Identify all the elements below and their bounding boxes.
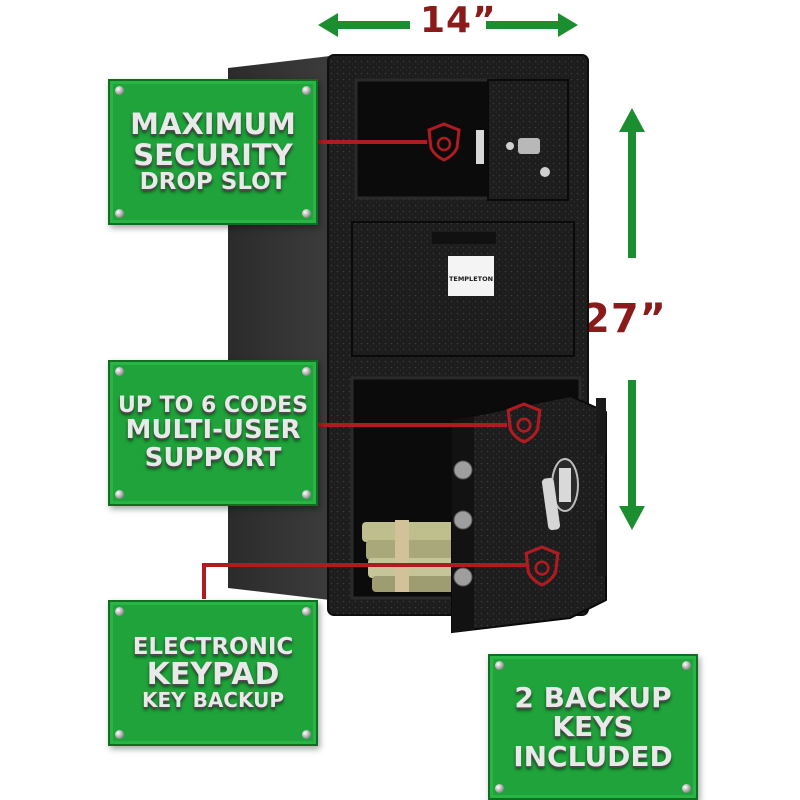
- screw-icon: [302, 86, 311, 95]
- plaque-line: KEY BACKUP: [141, 688, 285, 713]
- screw-icon: [115, 367, 124, 376]
- plaque-line: DROP SLOT: [139, 169, 287, 196]
- plaque-line: KEYS: [552, 710, 634, 744]
- screw-icon: [495, 661, 504, 670]
- plaque-keypad: ELECTRONIC KEYPAD KEY BACKUP: [108, 600, 318, 746]
- plaque-line: MAXIMUM: [130, 107, 296, 142]
- screw-icon: [682, 661, 691, 670]
- screw-icon: [302, 490, 311, 499]
- arrow-down-icon: [619, 380, 645, 530]
- plaque-line: KEYPAD: [146, 656, 280, 692]
- shield-lock-icon: [524, 545, 560, 587]
- height-label: 27”: [582, 296, 667, 342]
- plaque-keys: 2 BACKUP KEYS INCLUDED: [488, 654, 698, 800]
- plaque-line: INCLUDED: [513, 739, 673, 773]
- screw-icon: [302, 367, 311, 376]
- plaque-line: ELECTRONIC: [132, 633, 294, 660]
- width-label: 14”: [420, 0, 497, 41]
- shield-lock-icon: [506, 402, 542, 444]
- screw-icon: [302, 607, 311, 616]
- arrow-up-icon: [619, 108, 645, 258]
- plaque-drop-slot: MAXIMUM SECURITY DROP SLOT: [108, 79, 318, 225]
- shield-lock-icon: [427, 122, 461, 162]
- screw-icon: [302, 209, 311, 218]
- callout-line-keypad-v: [202, 563, 206, 599]
- callout-line-keypad-h: [204, 563, 526, 567]
- width-arrow-icon: [318, 13, 578, 37]
- plaque-line: SUPPORT: [144, 442, 282, 473]
- plaque-line: 2 BACKUP: [514, 680, 672, 714]
- screw-icon: [115, 490, 124, 499]
- screw-icon: [115, 209, 124, 218]
- screw-icon: [495, 784, 504, 793]
- plaque-line: SECURITY: [133, 137, 293, 172]
- screw-icon: [115, 86, 124, 95]
- screw-icon: [115, 607, 124, 616]
- cash-stack: [362, 520, 458, 592]
- plaque-line: MULTI-USER: [125, 415, 301, 446]
- screw-icon: [115, 730, 124, 739]
- callout-line-drop-slot: [315, 140, 427, 144]
- plaque-line: UP TO 6 CODES: [118, 393, 308, 419]
- brand-name: TEMPLETON: [449, 275, 493, 283]
- plaque-codes: UP TO 6 CODES MULTI-USER SUPPORT: [108, 360, 318, 506]
- callout-line-codes: [315, 423, 507, 427]
- screw-icon: [682, 784, 691, 793]
- screw-icon: [302, 730, 311, 739]
